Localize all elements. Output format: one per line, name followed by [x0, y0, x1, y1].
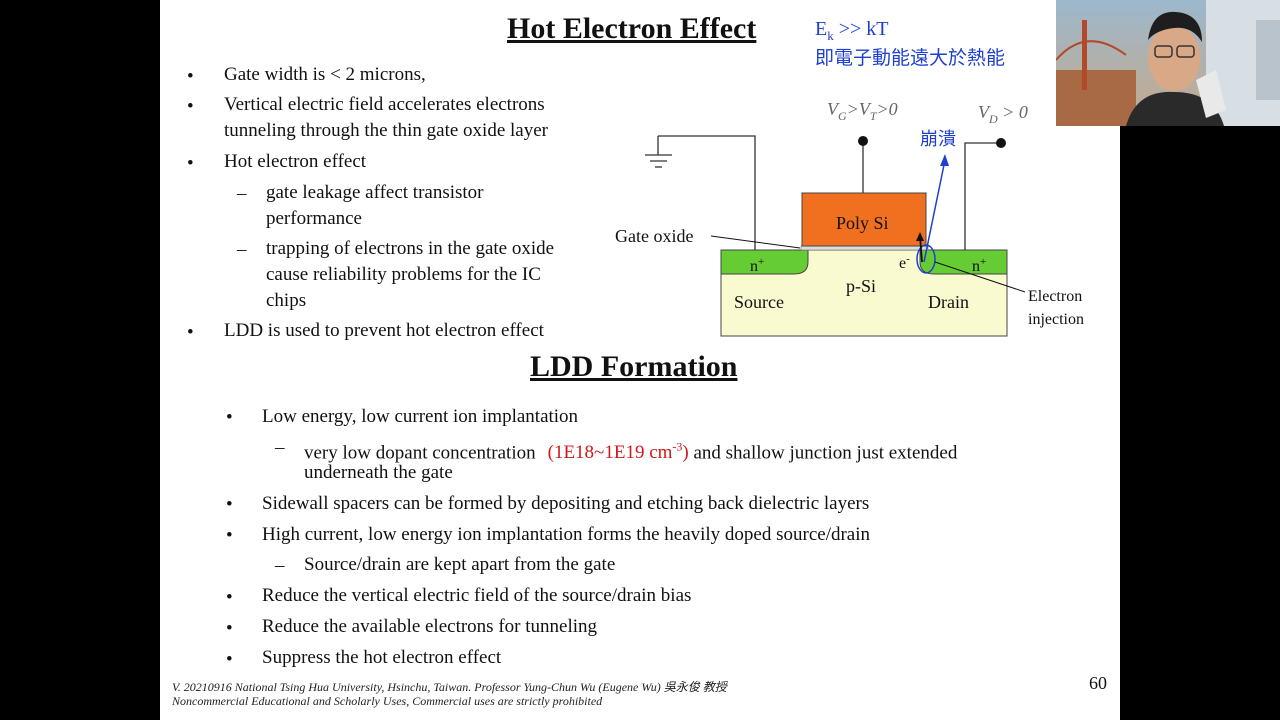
psi-label: p-Si: [846, 276, 876, 296]
slide: Hot Electron Effect Ek >> kT 即電子動能遠大於熱能 …: [160, 0, 1120, 720]
energy-note: Ek >> kT: [815, 18, 889, 44]
bullet-marker: •: [226, 618, 233, 639]
drain-label: Drain: [928, 292, 969, 312]
breakdown-arrowhead: [940, 154, 949, 166]
slide-title: Hot Electron Effect: [507, 12, 757, 45]
bullet-text: Gate width is < 2 microns,: [224, 64, 426, 85]
energy-note-e: E: [815, 18, 828, 40]
sub-bullet-marker: –: [237, 183, 247, 204]
page-number: 60: [1089, 673, 1107, 693]
poly-label: Poly Si: [836, 213, 889, 233]
gate-terminal: [858, 136, 868, 146]
sub-bullet-marker: –: [275, 437, 285, 458]
bullet-marker: •: [226, 525, 233, 546]
mosfet-diagram: Poly Si VG>VT>0 VD > 0 崩潰 Gate oxide n+ …: [615, 99, 1084, 337]
concentration-close: ): [682, 442, 689, 464]
drain-terminal: [996, 138, 1006, 148]
bullet-text: tunneling through the thin gate oxide la…: [224, 120, 548, 141]
sub-bullet-text: performance: [266, 208, 362, 229]
bullet-marker: •: [226, 587, 233, 608]
bullet-marker: •: [226, 494, 233, 515]
energy-note-kt: >> kT: [833, 18, 889, 40]
nplus-right-label: n+: [972, 256, 986, 275]
bullet-text: Vertical electric field accelerates elec…: [224, 94, 545, 115]
vg-label: VG>VT>0: [827, 99, 898, 123]
sub-bullet-text: chips: [266, 290, 307, 311]
electron-injection-label-1: Electron: [1028, 288, 1082, 305]
section-title: LDD Formation: [530, 350, 738, 383]
footer-credit: V. 20210916 National Tsing Hua Universit…: [172, 680, 727, 694]
footer-license: Noncommercial Educational and Scholarly …: [172, 694, 603, 708]
electron-label: e-: [899, 253, 910, 272]
concentration-rest: and shallow junction just extended: [688, 442, 958, 464]
bullet-text: High current, low energy ion implantatio…: [262, 524, 871, 545]
energy-note-chinese: 即電子動能遠大於熱能: [815, 47, 1006, 69]
concentration-red: (1E18~1E19 cm: [547, 442, 673, 464]
poly-gate: [801, 192, 927, 247]
bullet-marker: •: [187, 322, 194, 343]
sub-bullet-text: underneath the gate: [304, 462, 453, 483]
sub-bullet-text: Source/drain are kept apart from the gat…: [304, 554, 616, 575]
breakdown-arrow: [923, 159, 946, 263]
gate-oxide-layer: [800, 245, 929, 251]
concentration-value: (1E18~1E19 cm-3): [547, 440, 689, 464]
webcam-image: [1056, 0, 1280, 126]
concentration-exp: -3: [672, 440, 683, 454]
sub-bullet-text: very low dopant concentration: [304, 442, 536, 464]
gate-oxide-label: Gate oxide: [615, 226, 693, 246]
vd-label: VD > 0: [978, 102, 1028, 126]
webcam-video: [1056, 0, 1280, 126]
breakdown-label: 崩潰: [920, 129, 956, 150]
bullet-marker: •: [187, 96, 194, 117]
sub-bullet-marker: –: [275, 555, 285, 576]
sub-bullet-marker: –: [237, 239, 247, 260]
sub-bullet-text: gate leakage affect transistor: [266, 182, 484, 203]
bullet-text: Suppress the hot electron effect: [262, 647, 502, 668]
drain-wire: [964, 142, 1000, 250]
bullet-text: Reduce the available electrons for tunne…: [262, 616, 598, 637]
nplus-drain-region: [919, 249, 1008, 275]
bullet-text: Hot electron effect: [224, 151, 367, 172]
injection-arrowhead: [916, 232, 924, 241]
source-label: Source: [734, 292, 784, 312]
bullet-text: LDD is used to prevent hot electron effe…: [224, 320, 544, 341]
nplus-source-region: [720, 249, 809, 275]
sub-bullet-text: trapping of electrons in the gate oxide: [266, 238, 555, 259]
electron-region: [916, 244, 936, 274]
sub-bullet-text: cause reliability problems for the IC: [266, 264, 541, 285]
electron-injection-label-2: injection: [1028, 311, 1084, 328]
source-wire: [658, 135, 756, 250]
bullet-marker: •: [226, 649, 233, 670]
bullet-text: Low energy, low current ion implantation: [262, 406, 579, 427]
gate-oxide-pointer: [710, 235, 801, 249]
bullet-text: Sidewall spacers can be formed by deposi…: [262, 493, 870, 514]
injection-pointer: [934, 261, 1026, 293]
bullet-marker: •: [187, 66, 194, 87]
bullet-marker: •: [187, 153, 194, 174]
bullet-text: Reduce the vertical electric field of th…: [262, 585, 692, 606]
energy-note-sub: k: [827, 28, 834, 43]
bullet-marker: •: [226, 407, 233, 428]
concentration-line: very low dopant concentration (1E18~1E19 …: [304, 434, 957, 466]
nplus-left-label: n+: [750, 256, 764, 275]
